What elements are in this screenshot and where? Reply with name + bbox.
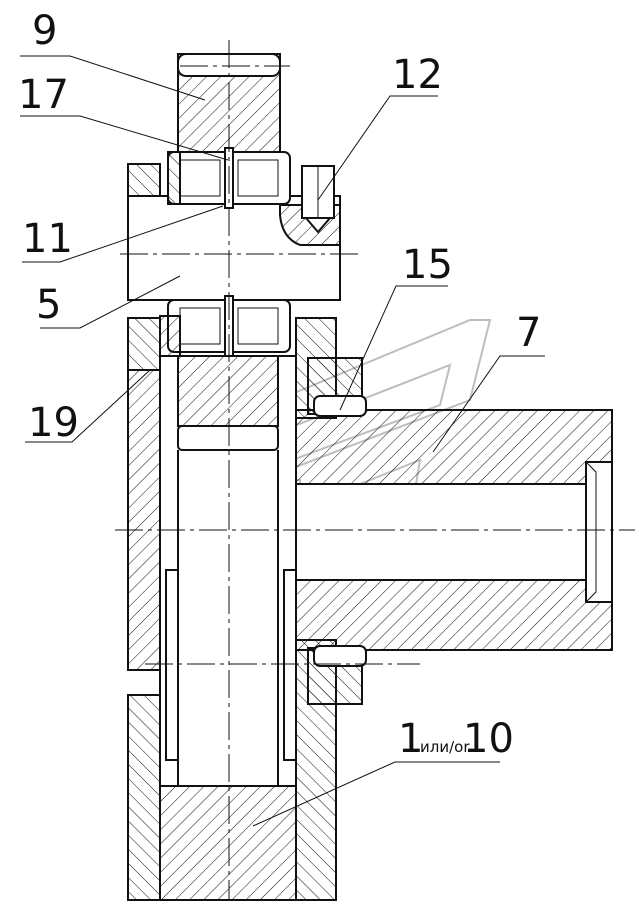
callout-12: 12 xyxy=(392,52,443,98)
callout-17: 17 xyxy=(18,72,69,118)
bearing-lower xyxy=(159,295,291,357)
leader-lines xyxy=(20,55,545,827)
center-lines xyxy=(115,40,635,900)
callout-7: 7 xyxy=(516,310,541,356)
wheel-body xyxy=(159,355,297,901)
callout-1: 1 xyxy=(398,716,423,762)
shaft-7 xyxy=(295,409,613,651)
callout-9: 9 xyxy=(32,8,57,54)
callout-11: 11 xyxy=(22,216,73,262)
callout-5: 5 xyxy=(36,282,61,328)
callout-labels: 9 17 12 11 5 15 7 19 1 или/or 10 xyxy=(18,8,541,762)
key-15 xyxy=(307,357,367,705)
left-flange xyxy=(127,163,161,901)
callout-15: 15 xyxy=(402,242,453,288)
lock-screw-12 xyxy=(279,165,341,246)
callout-10: 10 xyxy=(463,716,514,762)
callout-19: 19 xyxy=(28,400,79,446)
callout-1-sub: или/or xyxy=(420,738,470,756)
